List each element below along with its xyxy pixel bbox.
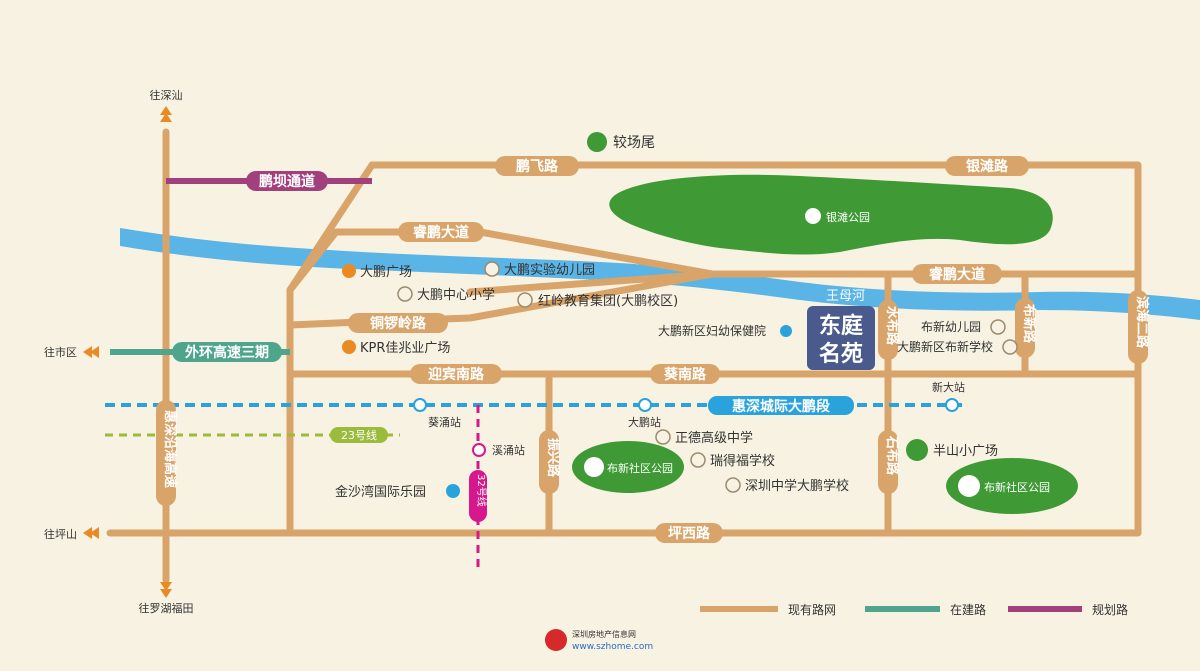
school-icon <box>1002 339 1018 355</box>
direction-west-bottom: 往坪山 <box>44 527 77 541</box>
road-label-shuibu: 水布路 <box>884 306 900 346</box>
place-dapeng-central-primary: 大鹏中心小学 <box>417 287 495 303</box>
road-label-shibu: 石布路 <box>884 435 900 476</box>
dapeng-station-icon <box>638 398 652 412</box>
arrow-west-bottom-icon <box>83 527 99 539</box>
watermark-url: www.szhome.com <box>572 642 653 652</box>
school-icon <box>690 452 706 468</box>
shop-icon <box>342 264 356 278</box>
road-branch-nw <box>286 228 340 294</box>
road-label-ruipeng-east: 睿鹏大道 <box>928 266 985 283</box>
line32-label: 32号线 <box>475 474 488 507</box>
road-label-peng-ba: 鹏坝通道 <box>259 173 315 190</box>
station-xiyong: 溪涌站 <box>492 443 525 457</box>
legend-existing-label: 现有路网 <box>788 602 836 617</box>
road-label-ruipeng-west: 睿鹏大道 <box>412 224 469 241</box>
place-ruidefu: 瑞得福学校 <box>710 453 775 469</box>
road-label-kuinan: 葵南路 <box>663 366 707 383</box>
road-label-zhenxing: 振兴路 <box>545 438 561 478</box>
road-label-huishen-coastal: 惠深沿海高速 <box>162 410 178 488</box>
school-icon <box>655 429 671 445</box>
place-yintan-park: 银滩公园 <box>826 210 870 224</box>
legend-construction-label: 在建路 <box>950 602 986 617</box>
road-pingxi <box>106 370 1142 537</box>
project-name-line1: 东庭 <box>819 313 863 339</box>
tree-icon <box>584 457 604 477</box>
place-shenzhen-middle: 深圳中学大鹏学校 <box>745 478 849 494</box>
kuiyong-station-icon <box>413 398 427 412</box>
school-icon <box>990 319 1006 335</box>
buxin-park-area-2 <box>946 458 1078 514</box>
direction-west-top: 往市区 <box>44 345 77 359</box>
project-name-line2: 名苑 <box>819 341 863 367</box>
place-buxin-school: 大鹏新区布新学校 <box>897 339 993 354</box>
line23-label: 23号线 <box>341 428 377 442</box>
school-icon <box>725 477 741 493</box>
place-zhengde-high: 正德高级中学 <box>675 430 753 446</box>
road-label-buxin: 布新路 <box>1021 304 1037 344</box>
arrow-south-icon <box>160 582 172 598</box>
yintan-park-area <box>609 174 1053 255</box>
tree-icon <box>805 208 821 224</box>
station-xinda: 新大站 <box>932 380 965 394</box>
road-label-pengfei: 鹏飞路 <box>516 158 559 175</box>
school-icon <box>397 286 413 302</box>
wangmu-river-label: 王母河 <box>826 289 865 304</box>
road-label-yingbin-south: 迎宾南路 <box>428 366 485 383</box>
school-icon <box>484 261 500 277</box>
amusement-park-icon <box>446 484 460 498</box>
river <box>120 228 1200 320</box>
place-hongling: 红岭教育集团(大鹏校区) <box>538 293 678 309</box>
arrow-west-top-icon <box>83 346 99 358</box>
tree-icon <box>958 475 980 497</box>
watermark-name: 深圳房地产信息网 <box>572 629 636 639</box>
project-box <box>807 306 875 370</box>
school-icon <box>517 292 533 308</box>
hospital-icon <box>780 325 792 337</box>
road-ruipeng-lower <box>466 270 716 296</box>
place-buxin-kindergarten: 布新幼儿园 <box>921 319 981 334</box>
direction-north: 往深汕 <box>150 88 183 102</box>
place-buxin-park-2: 布新社区公园 <box>984 480 1050 494</box>
palm-tree-icon <box>587 132 607 152</box>
shop-icon <box>342 340 356 354</box>
place-jiaochangwei: 较场尾 <box>613 135 655 151</box>
station-kuiyong: 葵涌站 <box>428 415 461 429</box>
buxin-park-area-1 <box>572 441 684 493</box>
place-kpr-plaza: KPR佳兆业广场 <box>360 341 450 356</box>
road-label-tongluoling: 铜锣岭路 <box>370 315 427 332</box>
place-banshan-plaza: 半山小广场 <box>933 444 998 459</box>
place-dapeng-plaza: 大鹏广场 <box>360 265 412 280</box>
arrow-north-icon <box>160 106 172 122</box>
road-label-yintan: 银滩路 <box>966 158 1009 175</box>
road-label-binhai2: 滨海二路 <box>1134 296 1150 349</box>
place-buxin-park-1: 布新社区公园 <box>607 461 673 475</box>
place-jinshawan: 金沙湾国际乐园 <box>335 484 426 500</box>
station-dapeng: 大鹏站 <box>628 415 661 429</box>
intercity-label: 惠深城际大鹏段 <box>732 398 830 415</box>
direction-south: 往罗湖福田 <box>139 601 194 615</box>
xiyong-station-icon <box>472 443 486 457</box>
legend-planned-label: 规划路 <box>1092 602 1128 617</box>
tree-icon <box>906 439 928 461</box>
place-maternal-hospital: 大鹏新区妇幼保健院 <box>658 323 766 338</box>
place-dapeng-kindergarten: 大鹏实验幼儿园 <box>504 262 595 278</box>
road-label-outer-ring: 外环高速三期 <box>185 344 269 361</box>
szhome-logo-icon <box>545 629 567 651</box>
road-label-pingxi: 坪西路 <box>668 525 711 542</box>
xinda-station-icon <box>945 398 959 412</box>
